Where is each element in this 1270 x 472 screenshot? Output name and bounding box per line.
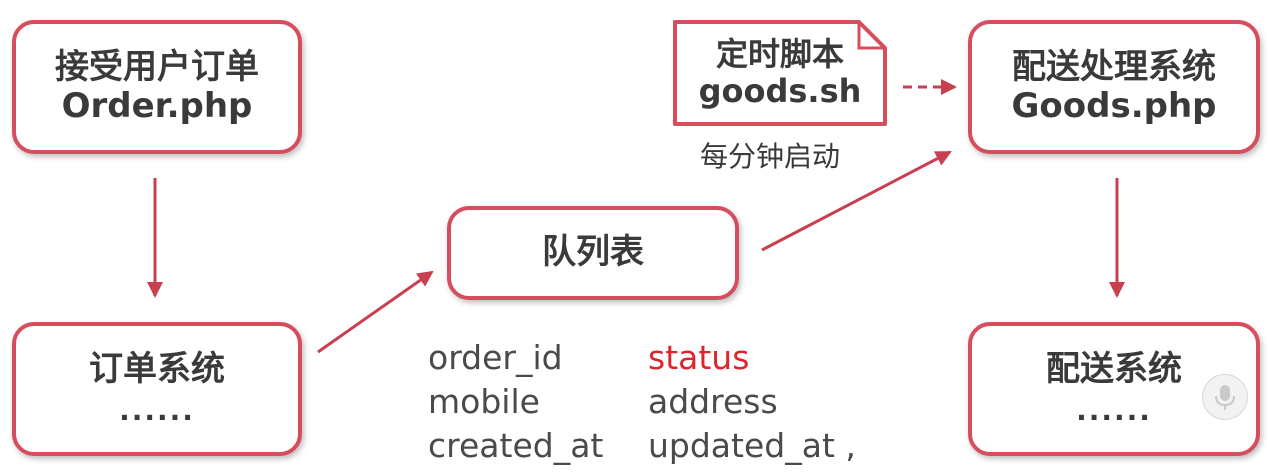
order-box-file: Order.php	[61, 86, 253, 126]
queue-box-title: 队列表	[542, 232, 644, 273]
goods-box: 配送处理系统 Goods.php	[968, 20, 1260, 154]
delivery-box: 配送系统 ......	[968, 322, 1260, 456]
arrow-order-system-to-queue	[317, 270, 434, 354]
script-note-text: 定时脚本 goods.sh	[671, 18, 889, 128]
folded-note-shape	[673, 20, 887, 126]
goods-box-title: 配送处理系统	[1012, 46, 1216, 87]
order-box: 接受用户订单 Order.php	[12, 20, 302, 154]
script-caption: 每分钟启动	[700, 140, 841, 173]
field-updated-at: updated_at ,	[648, 426, 856, 465]
field-created-at: created_at	[428, 426, 604, 465]
microphone-glyph	[1215, 385, 1235, 410]
microphone-icon[interactable]	[1202, 374, 1248, 420]
arrow-queue-to-goods	[761, 150, 952, 252]
script-note: 定时脚本 goods.sh	[671, 18, 889, 128]
order-system-title: 订单系统	[89, 349, 225, 390]
script-note-title: 定时脚本	[715, 35, 844, 74]
field-address: address	[648, 382, 778, 421]
queue-box: 队列表	[447, 206, 739, 300]
goods-box-file: Goods.php	[1011, 86, 1217, 126]
script-note-file: goods.sh	[698, 72, 862, 110]
field-status: status	[648, 338, 750, 377]
order-box-title: 接受用户订单	[55, 46, 259, 87]
queue-fields-right: status address updated_at ,	[648, 336, 856, 468]
queue-fields-left: order_id mobile created_at	[428, 336, 603, 468]
field-mobile: mobile	[428, 382, 540, 421]
order-system-box: 订单系统 ......	[12, 322, 302, 456]
order-system-ellipsis: ......	[119, 394, 195, 428]
delivery-box-title: 配送系统	[1046, 349, 1182, 390]
field-order-id: order_id	[428, 338, 563, 377]
delivery-box-ellipsis: ......	[1076, 394, 1152, 428]
